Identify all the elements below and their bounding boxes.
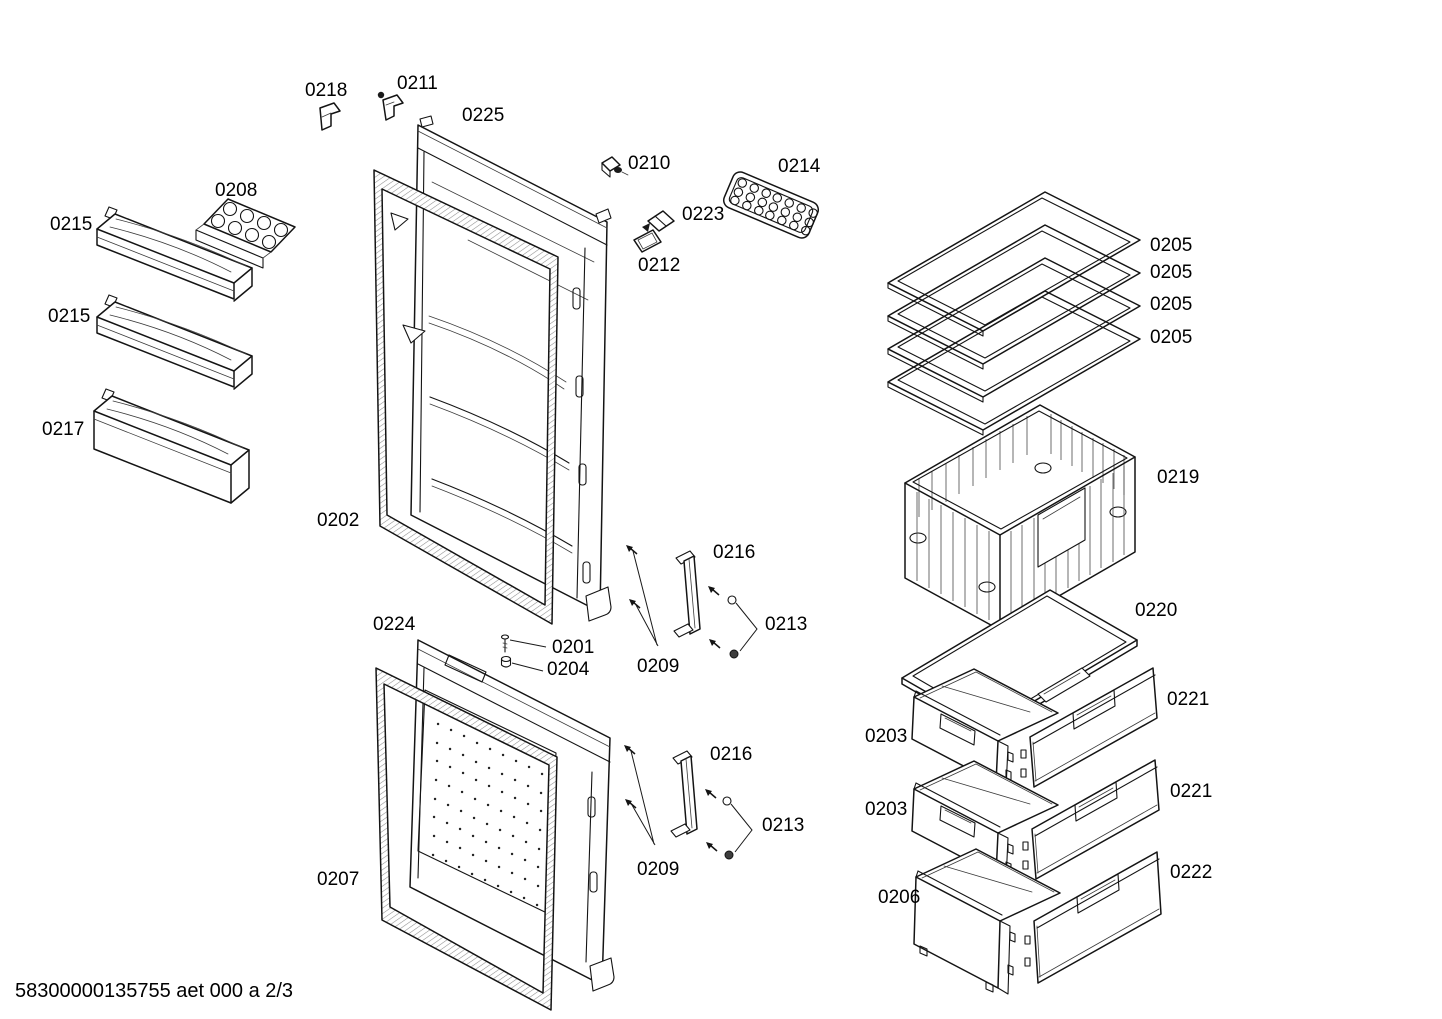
cap-0204 <box>500 655 544 672</box>
handle-0216-upper <box>673 550 701 638</box>
drawer-body-0203-lower <box>911 760 1059 882</box>
handle-0216-lower <box>670 750 698 838</box>
upper-door-gasket-0202 <box>373 169 559 625</box>
part-label-0201: 0201 <box>552 637 594 658</box>
part-label-0216-upper: 0216 <box>713 542 755 563</box>
bracket-0223 <box>642 210 675 232</box>
handle-screws-upper <box>707 585 721 649</box>
part-label-0205-4: 0205 <box>1150 327 1192 348</box>
part-label-0211: 0211 <box>397 73 438 94</box>
part-label-0223: 0223 <box>682 204 724 225</box>
caps-0213-lower <box>722 796 753 860</box>
door-bins-group <box>93 198 296 504</box>
hinge-bushing-0210 <box>601 156 629 178</box>
part-label-0222: 0222 <box>1170 862 1212 883</box>
crisper-box-0219 <box>904 404 1136 631</box>
part-labels: 0218 0211 0225 0210 0214 0223 0212 0208 … <box>42 73 1212 908</box>
screws-0209-upper <box>625 544 659 647</box>
part-label-0207: 0207 <box>317 869 359 890</box>
handle-screws-lower <box>704 788 718 852</box>
part-label-0202: 0202 <box>317 510 359 531</box>
lower-door-gasket-0207 <box>375 667 558 1011</box>
part-label-0208: 0208 <box>215 180 257 201</box>
part-label-0205-1: 0205 <box>1150 235 1192 256</box>
part-label-0209-upper: 0209 <box>637 656 679 677</box>
part-label-0209-lower: 0209 <box>637 859 679 880</box>
clip-0218 <box>319 102 341 131</box>
part-label-0212: 0212 <box>638 255 680 276</box>
part-label-0203-lower: 0203 <box>865 799 907 820</box>
part-label-0217: 0217 <box>42 419 84 440</box>
egg-tray-0208 <box>195 198 296 269</box>
screw-0201 <box>500 634 547 653</box>
door-bin-0215-lower <box>96 294 253 390</box>
part-label-0216-lower: 0216 <box>710 744 752 765</box>
drawer-front-0221-lower <box>1022 759 1160 880</box>
part-label-0225: 0225 <box>462 105 504 126</box>
part-label-0215-upper: 0215 <box>50 214 92 235</box>
part-label-0224: 0224 <box>373 614 416 635</box>
plate-0212 <box>633 229 662 253</box>
drawer-front-0221-upper <box>1020 667 1158 788</box>
door-bin-0217 <box>93 388 250 504</box>
drawer-front-0222 <box>1024 851 1162 984</box>
screws-0209-lower <box>623 744 656 846</box>
shelf-stack-0205 <box>887 191 1141 436</box>
clip-0211 <box>377 91 404 121</box>
part-label-0210: 0210 <box>628 153 670 174</box>
part-label-0203-upper: 0203 <box>865 726 907 747</box>
part-label-0204: 0204 <box>547 659 590 680</box>
part-label-0220: 0220 <box>1135 600 1177 621</box>
part-label-0219: 0219 <box>1157 467 1199 488</box>
part-label-0215-lower: 0215 <box>48 306 90 327</box>
part-label-0213-upper: 0213 <box>765 614 807 635</box>
part-label-0205-3: 0205 <box>1150 294 1192 315</box>
part-label-0218: 0218 <box>305 80 347 101</box>
lower-door-0224 <box>409 639 615 992</box>
part-label-0206: 0206 <box>878 887 920 908</box>
part-label-0221-upper: 0221 <box>1167 689 1209 710</box>
part-label-0221-lower: 0221 <box>1170 781 1212 802</box>
caps-0213-upper <box>727 595 758 659</box>
door-hardware-group <box>500 544 758 860</box>
part-label-0213-lower: 0213 <box>762 815 804 836</box>
drawer-body-0206 <box>913 848 1061 995</box>
drawer-group <box>911 667 1162 995</box>
ice-cube-tray-0214 <box>722 171 820 239</box>
document-footer: 58300000135755 aet 000 a 2/3 <box>15 980 293 1002</box>
part-label-0205-2: 0205 <box>1150 262 1192 283</box>
part-label-0214: 0214 <box>778 156 821 177</box>
upper-door-0225 <box>402 115 612 622</box>
